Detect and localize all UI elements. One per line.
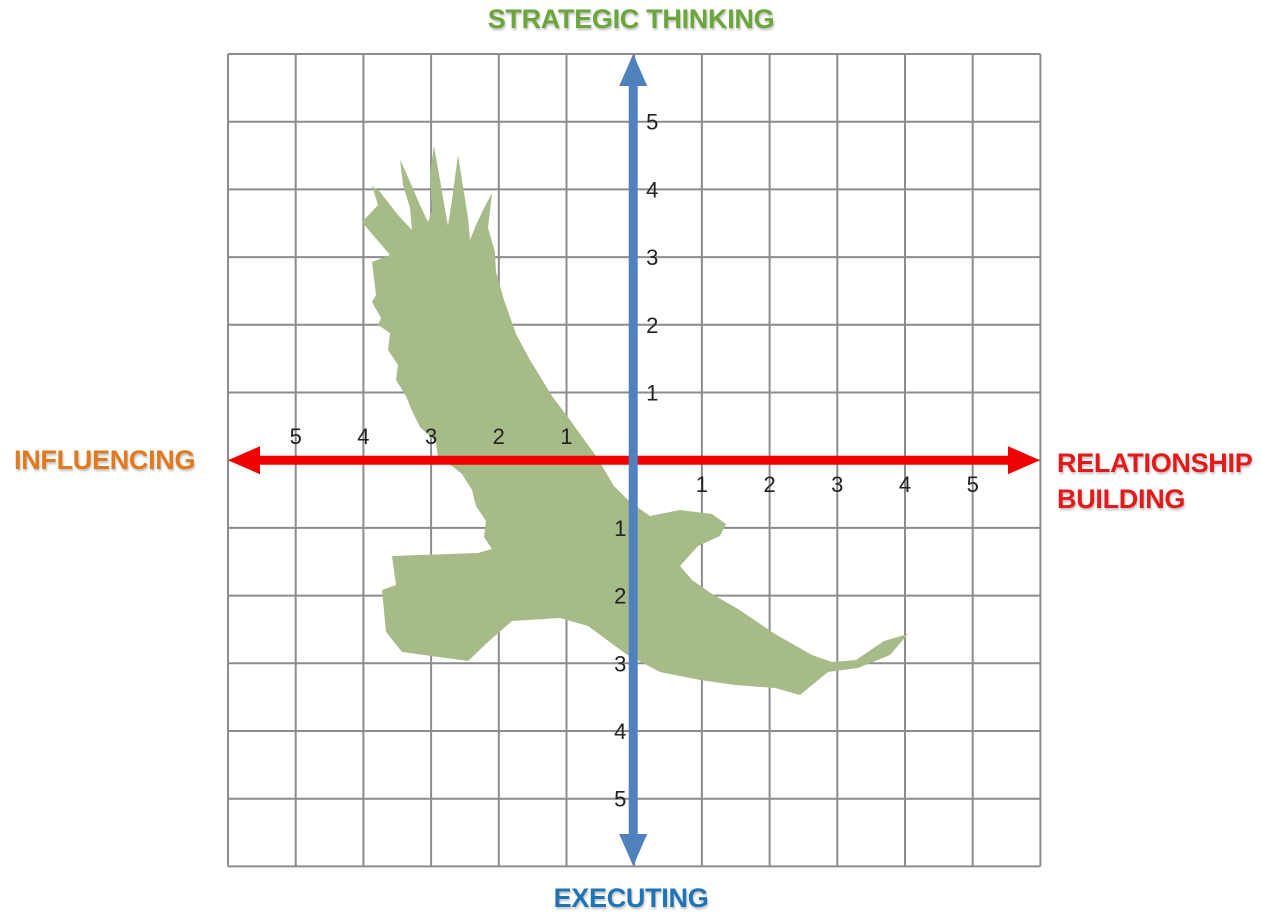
axis-label-bottom: EXECUTING (553, 883, 709, 913)
tick-label-down: 3 (614, 651, 626, 676)
tick-label-down: 1 (614, 516, 626, 541)
tick-label-left: 1 (560, 424, 572, 449)
tick-label-down: 2 (614, 584, 626, 609)
arrowhead-right-icon (1008, 446, 1040, 475)
axis-label-right: RELATIONSHIP BUILDING (1057, 445, 1253, 517)
arrowhead-up-icon (619, 54, 648, 86)
tick-label-right: 2 (763, 472, 775, 497)
tick-label-up: 1 (646, 381, 658, 406)
arrowhead-left-icon (228, 446, 260, 475)
tick-label-up: 5 (646, 110, 658, 135)
tick-label-up: 2 (646, 313, 658, 338)
eagle-silhouette-icon (362, 146, 908, 695)
tick-label-right: 3 (831, 472, 843, 497)
axis-label-left: INFLUENCING (14, 445, 196, 475)
tick-label-left: 5 (290, 424, 302, 449)
tick-labels: 1 2 3 4 5 1 2 3 4 5 1 2 3 4 5 1 2 3 4 5 (290, 110, 979, 812)
tick-label-right: 1 (696, 472, 708, 497)
tick-label-right: 4 (899, 472, 911, 497)
tick-label-left: 3 (425, 424, 437, 449)
tick-label-right: 5 (967, 472, 979, 497)
axis-label-right-line1: RELATIONSHIP (1057, 448, 1253, 478)
tick-label-left: 2 (493, 424, 505, 449)
vertical-axis-arrow (619, 54, 648, 866)
tick-label-down: 5 (614, 787, 626, 812)
axis-label-top: STRATEGIC THINKING (487, 4, 775, 34)
tick-label-left: 4 (357, 424, 369, 449)
tick-label-up: 3 (646, 245, 658, 270)
tick-label-up: 4 (646, 177, 658, 202)
axis-label-right-line2: BUILDING (1057, 484, 1186, 514)
arrowhead-down-icon (619, 834, 648, 866)
tick-label-down: 4 (614, 719, 626, 744)
